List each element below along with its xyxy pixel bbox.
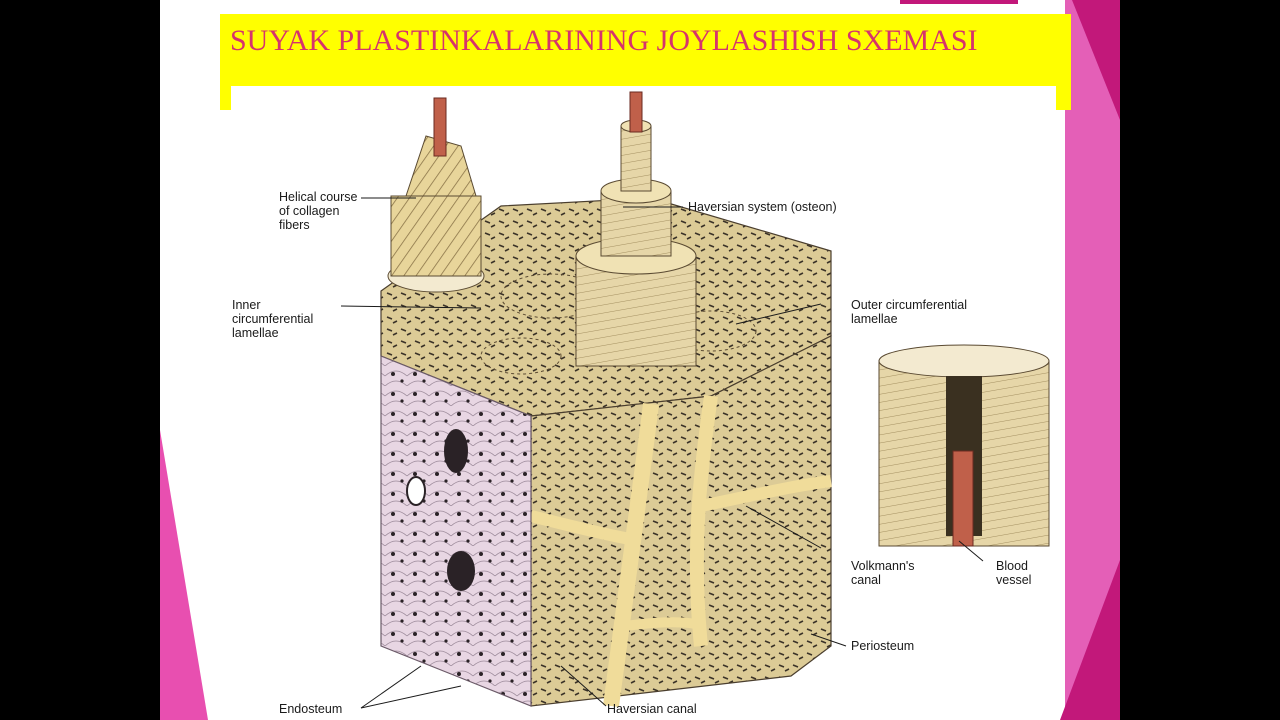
endosteum-layer — [380, 355, 532, 707]
leader-lines — [340, 197, 984, 709]
volkmann-canal-shape — [529, 510, 642, 547]
label-endosteum: Endosteum — [279, 702, 342, 716]
slide-decoration — [160, 0, 1120, 720]
slide-title: SUYAK PLASTINKALARINING JOYLASHISH SXEMA… — [230, 24, 978, 57]
inset-osteon-cylinder — [878, 344, 1050, 547]
helical-collagen-column — [387, 97, 485, 293]
bone-diagram-panel: Helical course of collagen fibers Havers… — [231, 86, 1056, 720]
helical-vessel — [433, 97, 447, 157]
endosteum-cavity — [444, 429, 468, 473]
endosteum-cavity-2 — [447, 551, 475, 591]
slide: SUYAK PLASTINKALARINING JOYLASHISH SXEMA… — [160, 0, 1120, 720]
label-haversian-canal: Haversian canal — [607, 702, 697, 716]
magenta-band-right — [1065, 0, 1120, 720]
pink-triangle-left — [160, 430, 208, 720]
top-accent-line — [900, 0, 1018, 4]
bone-block-front — [529, 335, 832, 708]
magenta-triangle-top-right — [1072, 0, 1120, 120]
inset-blood-vessel — [952, 450, 974, 547]
label-outer-circumferential: Outer circumferential lamellae — [851, 298, 971, 326]
label-periosteum: Periosteum — [851, 639, 914, 653]
osteon-vessel — [629, 91, 643, 133]
haversian-canal-shape-2 — [689, 395, 718, 647]
label-blood-vessel: Blood vessel — [996, 559, 1031, 587]
bone-structure-diagram: Helical course of collagen fibers Havers… — [232, 91, 1050, 716]
label-volkmann-canal: Volkmann's canal — [851, 559, 918, 587]
label-inner-circumferential: Inner circumferential lamellae — [232, 298, 317, 340]
magenta-triangle-bottom-right — [1060, 560, 1120, 720]
label-helical-collagen: Helical course of collagen fibers — [279, 190, 361, 232]
haversian-canal-shape — [603, 403, 659, 708]
osteon-column — [575, 91, 697, 367]
volkmann-canal-shape-2 — [699, 475, 832, 512]
label-haversian-system: Haversian system (osteon) — [688, 200, 837, 214]
